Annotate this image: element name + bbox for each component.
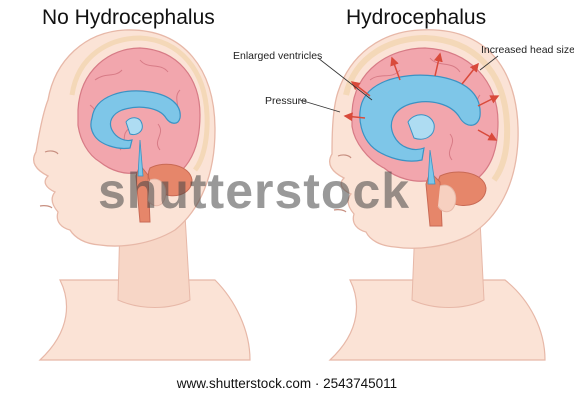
watermark: shutterstock xyxy=(98,162,410,220)
right-ear xyxy=(438,185,456,212)
footer-site: www.shutterstock.com xyxy=(177,376,311,391)
label-increased-head-size: Increased head size xyxy=(481,44,574,56)
footer: www.shutterstock.com · 2543745011 xyxy=(0,376,574,391)
label-pressure: Pressure xyxy=(265,95,307,107)
label-enlarged-ventricles: Enlarged ventricles xyxy=(233,50,322,62)
left-mouth xyxy=(40,206,52,208)
footer-image-id: 2543745011 xyxy=(323,376,397,391)
footer-separator: · xyxy=(315,376,320,391)
